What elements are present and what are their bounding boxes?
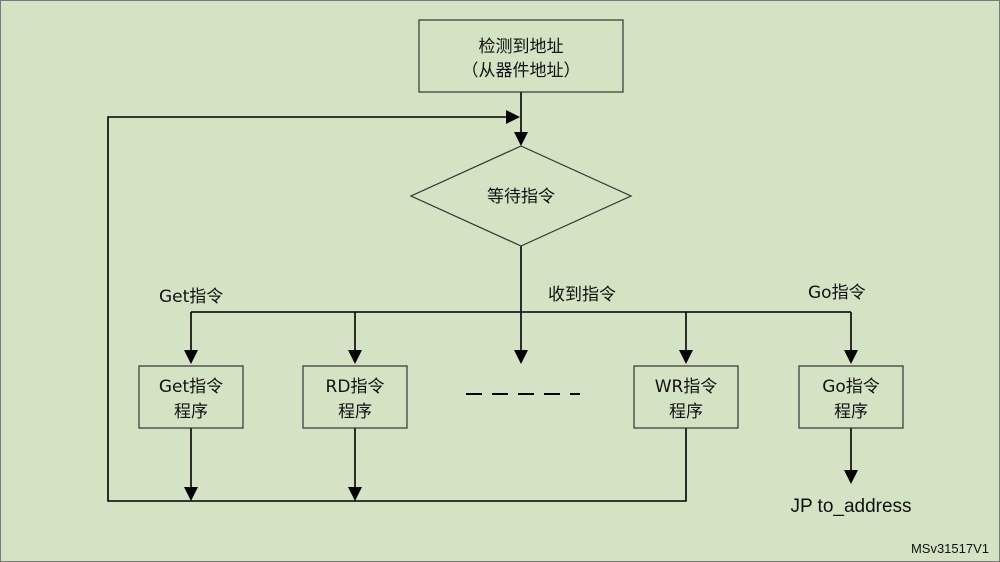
- node-wait-diamond: [409, 145, 633, 247]
- node-rd-line1: RD指令: [326, 377, 385, 397]
- node-get-routine: Get指令 程序: [138, 365, 244, 429]
- node-go-routine: Go指令 程序: [798, 365, 904, 429]
- node-wr-routine: WR指令 程序: [633, 365, 739, 429]
- edge-label-get: Get指令: [159, 287, 223, 307]
- arrowhead-go: [844, 350, 858, 364]
- connector-loop-back: [107, 116, 687, 502]
- arrowhead-more: [514, 350, 528, 364]
- node-rd-line2: 程序: [338, 402, 372, 422]
- node-rd-routine: RD指令 程序: [302, 365, 408, 429]
- arrowhead-loop-back: [506, 110, 520, 124]
- node-go-line2: 程序: [834, 402, 868, 422]
- edge-label-received: 收到指令: [548, 285, 616, 305]
- node-detect-line1: 检测到地址: [479, 37, 564, 57]
- node-get-line1: Get指令: [159, 377, 223, 397]
- node-get-line2: 程序: [174, 402, 208, 422]
- arrowhead-wr: [679, 350, 693, 364]
- arrowhead-get-return: [184, 487, 198, 501]
- node-wr-line1: WR指令: [655, 377, 718, 397]
- node-wr-line2: 程序: [669, 402, 703, 422]
- node-detect-box: [418, 19, 624, 93]
- arrowhead-rd-return: [348, 487, 362, 501]
- figure-id: MSv31517V1: [911, 541, 989, 556]
- arrowhead-wait: [514, 132, 528, 146]
- edge-label-go: Go指令: [808, 283, 866, 303]
- arrowhead-rd: [348, 350, 362, 364]
- node-get-box: [138, 365, 244, 429]
- node-wr-box: [633, 365, 739, 429]
- node-rd-box: [302, 365, 408, 429]
- node-wait-command: 等待指令: [409, 145, 633, 247]
- node-go-line1: Go指令: [822, 377, 880, 397]
- node-detect-line2: （从器件地址）: [462, 61, 581, 81]
- arrowhead-get: [184, 350, 198, 364]
- arrowhead-jump: [844, 470, 858, 484]
- node-detect-address: 检测到地址 （从器件地址）: [418, 19, 624, 93]
- jump-label: JP to_address: [790, 496, 911, 517]
- node-wait-label: 等待指令: [487, 187, 555, 207]
- node-go-box: [798, 365, 904, 429]
- connectors: [107, 92, 858, 502]
